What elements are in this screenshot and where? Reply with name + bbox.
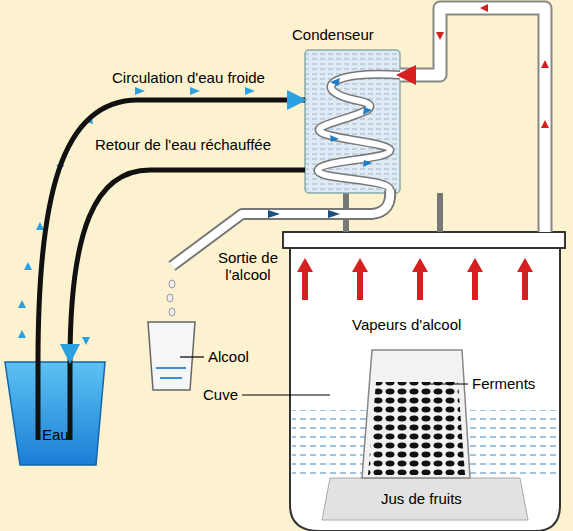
support-rod xyxy=(437,193,443,232)
flow-arrows xyxy=(18,87,255,345)
glass-liquid xyxy=(156,368,186,378)
vapor-arrows xyxy=(297,258,533,300)
pipe-label: Retour de l'eau réchauffée xyxy=(95,136,271,153)
platform xyxy=(322,478,528,520)
glass-label: Alcool xyxy=(208,348,249,365)
pipe-label: Circulation d'eau froide xyxy=(112,69,265,86)
water-basin: Eau xyxy=(5,362,105,465)
tank-label: Cuve xyxy=(203,386,238,403)
node-text: Condenseur xyxy=(292,26,374,43)
condenser: Condenseur xyxy=(305,50,400,193)
condenser-coil xyxy=(318,74,400,190)
node-text: Eau xyxy=(42,426,69,443)
tank-body xyxy=(290,248,560,531)
tank-lid xyxy=(283,232,565,248)
flow-arrows xyxy=(330,78,372,167)
water-pipe xyxy=(38,100,305,362)
leader-line xyxy=(242,394,330,395)
water-basin xyxy=(5,362,105,465)
ferment-grains xyxy=(368,382,465,475)
glass xyxy=(148,322,195,390)
node-text: Vapeurs d'alcool xyxy=(352,316,461,333)
alcohol-spout xyxy=(172,190,390,266)
water-pipe xyxy=(70,170,305,362)
leader-line xyxy=(428,383,468,384)
spout-label: Sortie de l'alcool xyxy=(208,249,288,283)
leader-line xyxy=(180,356,204,357)
flow-arrows xyxy=(268,210,340,218)
juice-label: Jus de fruits xyxy=(381,490,462,507)
ferments-label: Ferments xyxy=(472,375,535,392)
alcohol-spout xyxy=(172,190,390,266)
condenser-box xyxy=(305,50,400,193)
vapor-pipe xyxy=(400,4,549,232)
drops xyxy=(167,280,175,316)
ferment-bag xyxy=(362,350,470,478)
